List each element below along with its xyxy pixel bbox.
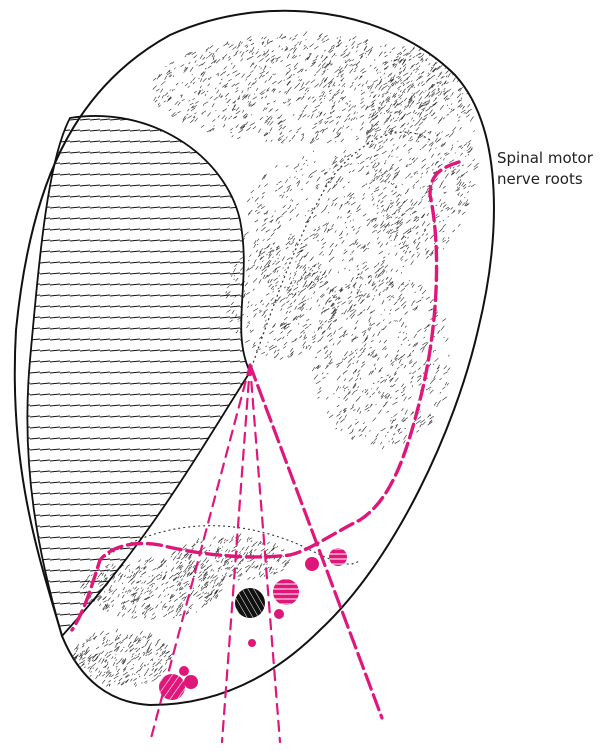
stipple-stroke — [454, 65, 456, 67]
stipple-stroke — [431, 49, 432, 50]
cross-section-magenta-1-hatch — [273, 579, 299, 605]
stipple-stroke — [437, 48, 438, 50]
stipple-stroke — [442, 56, 445, 59]
cross-section-dark-hatch — [235, 588, 265, 618]
cross-section-magenta-2-hatch — [329, 548, 347, 566]
stipple-stroke — [444, 56, 445, 57]
cross-section-magenta-4 — [274, 609, 284, 619]
cross-section-magenta-5 — [248, 639, 256, 647]
stipple-stroke — [77, 668, 80, 671]
stipple-stroke — [444, 98, 445, 99]
stipple-stroke — [413, 365, 414, 366]
stipple-stroke — [72, 664, 76, 668]
stipple-stroke — [441, 49, 445, 53]
stipple-stroke — [434, 50, 435, 51]
cross-section-magenta-8 — [179, 666, 189, 676]
nerve-roots-label-line-1: Spinal motor — [497, 148, 609, 169]
cross-section-magenta-6-hatch — [159, 674, 185, 700]
stipple-stroke — [438, 44, 443, 47]
stipple-stroke — [445, 59, 448, 61]
stipple-stroke — [455, 66, 457, 69]
stipple-stroke — [437, 47, 438, 49]
cross-section-magenta-7 — [184, 675, 198, 689]
stipple-stroke — [282, 216, 283, 217]
stipple-stroke — [451, 64, 453, 66]
stipple-stroke — [446, 52, 448, 56]
stipple-stroke — [410, 230, 411, 231]
nerve-roots-label-line-2: nerve roots — [497, 169, 609, 190]
nerve-roots-label: Spinal motor nerve roots — [497, 148, 609, 190]
stipple-stroke — [439, 45, 442, 50]
stipple-stroke — [418, 41, 422, 44]
stipple-stroke — [435, 47, 436, 49]
stipple-stroke — [441, 54, 444, 56]
cross-section-magenta-3 — [305, 557, 319, 571]
